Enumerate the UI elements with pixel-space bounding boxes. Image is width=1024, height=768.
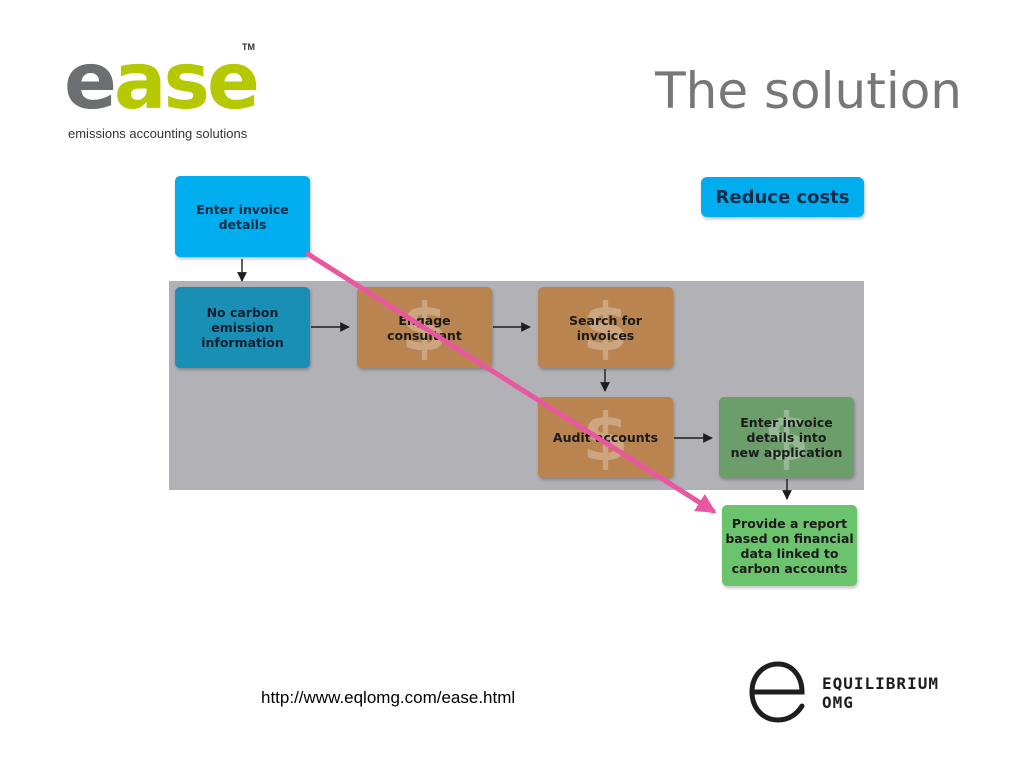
reduce-costs-callout: Reduce costs	[701, 177, 864, 217]
box-label: Enter invoice details	[196, 201, 289, 232]
box-provide-report: Provide a report based on financial data…	[722, 505, 857, 586]
source-url[interactable]: http://www.eqlomg.com/ease.html	[261, 688, 516, 707]
trademark-symbol: TM	[242, 42, 255, 52]
logo-ase: ase	[113, 37, 260, 127]
box-enter-invoice-details: Enter invoice details	[175, 176, 310, 257]
dollar-icon: $	[763, 399, 810, 476]
box-enter-new-application: $ Enter invoice details into new applica…	[719, 397, 854, 478]
box-search-invoices: $ Search for invoices	[538, 287, 673, 368]
box-label: Enter invoice details into new applicati…	[730, 415, 843, 460]
box-label: No carbon emission information	[201, 305, 284, 350]
slide-title: The solution	[655, 62, 962, 120]
box-label: Engage consultant	[387, 312, 462, 343]
ease-logo-wordmark: ease	[64, 37, 260, 127]
equilibrium-omg-logo: EQUILIBRIUM OMG	[746, 656, 976, 732]
equilibrium-e-icon	[749, 661, 805, 723]
ease-logo: ease TM emissions accounting solutions	[64, 40, 274, 150]
logo-e: e	[64, 37, 117, 127]
box-label: Audit accounts	[552, 430, 659, 445]
box-audit-accounts: $ Audit accounts	[538, 397, 673, 478]
logo-tagline: emissions accounting solutions	[68, 126, 248, 141]
box-no-carbon-emission: No carbon emission information	[175, 287, 310, 368]
equilibrium-wordmark: EQUILIBRIUM OMG	[822, 674, 939, 712]
company-name-line1: EQUILIBRIUM	[822, 674, 939, 693]
box-label: Provide a report based on financial data…	[725, 515, 854, 576]
company-name-line2: OMG	[822, 693, 854, 712]
box-engage-consultant: $ Engage consultant	[357, 287, 492, 368]
box-label: Search for invoices	[569, 312, 642, 343]
